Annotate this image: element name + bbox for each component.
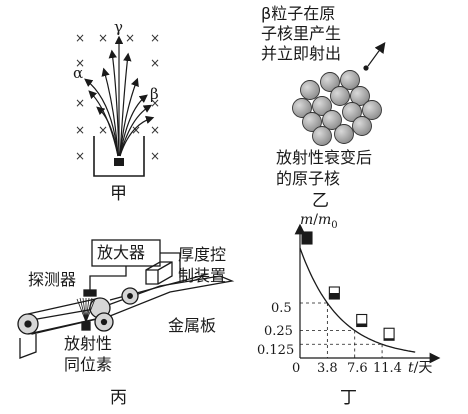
panel-yi-drawing [292,42,386,146]
panel-bing-drawing [17,239,235,359]
x-tick-3.8: 3.8 [317,361,338,376]
svg-text:×: × [75,31,85,45]
caption-jia: 甲 [110,184,127,204]
x-tick-7.6: 7.6 [347,361,368,376]
x-tick-0: 0 [292,361,301,376]
thickness-controller-box [145,261,173,285]
caption-ding: 丁 [340,388,357,408]
beta-origin-line-3: 并立即射出 [261,44,342,63]
svg-text:×: × [150,56,160,70]
sample-fill-1 [329,293,340,299]
svg-text:×: × [131,123,141,137]
metal-plate-label: 金属板 [168,316,217,335]
y-tick-0.125: 0.125 [257,343,295,358]
beta-ray-label: β [150,85,159,103]
lead-container [93,136,145,177]
isotope-label-line-1: 放射性 [64,334,113,353]
detector-head [83,289,97,297]
svg-text:×: × [125,31,135,45]
panel-jia-drawing: × × × × × × × × × × × × × × [75,31,160,177]
amplifier-label: 放大器 [97,243,146,262]
isotope-label-line-2: 同位素 [64,355,113,374]
svg-text:×: × [98,31,108,45]
isotope-rays [76,297,96,323]
stand [19,334,37,359]
nucleus-caption-line-1: 放射性衰变后 [276,148,373,167]
svg-text:×: × [150,96,160,110]
controller-wire [160,252,181,278]
gamma-ray-label: γ [114,18,123,36]
beta-origin-line-2: 子核里产生 [261,24,342,43]
caption-yi: 乙 [312,191,329,211]
detector-label: 探测器 [28,270,77,289]
y-axis-label: m/m0 [300,212,338,231]
x-axis-label: t/天 [408,360,433,376]
svg-text:×: × [150,123,160,137]
sample-fill-3 [384,338,395,341]
emitted-beta-arrow [367,42,386,67]
svg-text:×: × [75,96,85,110]
controller-label-line-1: 厚度控 [178,245,227,264]
radiation-rays [84,35,155,157]
isotope-source [81,321,91,331]
y-tick-0.5: 0.5 [271,301,292,316]
alpha-ray-label: α [73,64,84,82]
radioactive-source [114,158,124,166]
beta-particle [363,65,369,71]
decay-curve [299,247,416,353]
x-tick-11.4: 11.4 [373,361,402,376]
svg-text:×: × [75,149,85,163]
controller-label-line-2: 制装置 [178,266,227,285]
svg-text:×: × [150,31,160,45]
magnetic-field-marks: × × × × × × × × × × × × × × [75,31,160,163]
beta-origin-line-1: β粒子在原 [261,4,336,23]
chart-guides [300,302,383,358]
svg-text:×: × [98,123,108,137]
nucleus [292,70,382,146]
sample-fill-0 [302,232,312,244]
svg-text:×: × [75,56,85,70]
chart-marks [299,231,416,353]
svg-text:×: × [150,149,160,163]
detector-wire [89,266,127,292]
svg-text:×: × [75,123,85,137]
nucleus-caption-line-2: 的原子核 [276,169,341,188]
sample-fill-2 [356,323,367,327]
metal-sheet [18,275,235,335]
y-tick-0.25: 0.25 [264,324,293,339]
caption-bing: 丙 [110,388,127,408]
